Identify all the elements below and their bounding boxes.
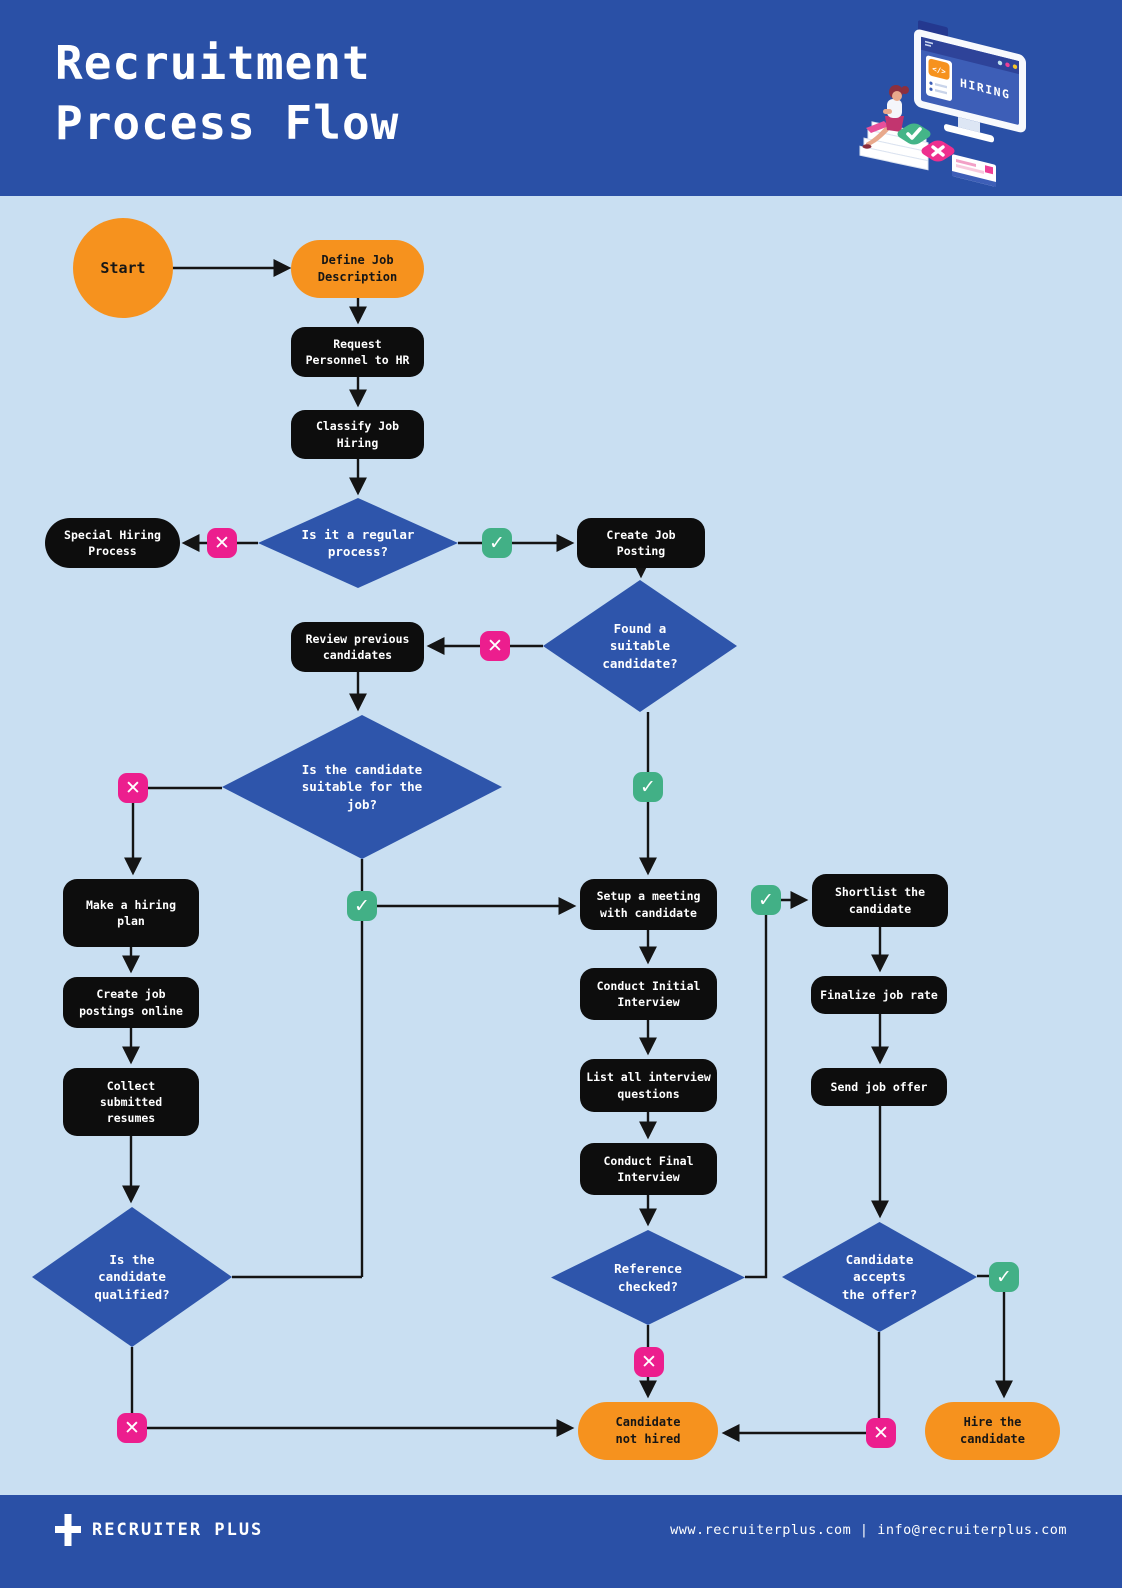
page-title: Recruitment Process Flow [55,36,400,150]
footer-band: RECRUITER PLUS www.recruiterplus.com | i… [0,1495,1122,1588]
x-icon: ✕ [487,634,503,657]
yes-badge-accepts-offer: ✓ [989,1262,1019,1292]
no-badge-candidate-suitable: ✕ [118,773,148,803]
x-icon: ✕ [125,776,141,799]
seated-woman [859,85,929,171]
check-icon: ✓ [758,888,774,911]
check-icon: ✓ [354,894,370,917]
node-hire-candidate: Hire the candidate [925,1402,1060,1460]
x-icon: ✕ [873,1421,889,1444]
no-badge-reference-checked: ✕ [634,1347,664,1377]
yes-badge-regular-process: ✓ [482,528,512,558]
x-icon: ✕ [214,531,230,554]
yes-badge-candidate-suitable: ✓ [347,891,377,921]
x-icon: ✕ [124,1416,140,1439]
check-icon: ✓ [640,775,656,798]
decision-candidate-suitable: Is the candidate suitable for the job? [222,715,502,859]
no-badge-found-candidate: ✕ [480,631,510,661]
code-icon: </> [928,58,950,80]
no-badge-candidate-qualified: ✕ [117,1413,147,1443]
monitor: </> HIRING [914,20,1026,143]
svg-text:</>: </> [932,64,946,76]
node-shortlist-candidate: Shortlist the candidate [812,874,948,927]
decision-candidate-qualified: Is the candidate qualified? [32,1207,232,1347]
node-define-job-description: Define Job Description [291,240,424,298]
node-request-personnel: Request Personnel to HR [291,327,424,377]
brand-name: RECRUITER PLUS [92,1519,264,1540]
header-band: Recruitment Process Flow </> [0,0,1122,196]
node-send-job-offer: Send job offer [811,1068,947,1106]
decision-reference-checked: Reference checked? [551,1230,745,1325]
node-setup-meeting: Setup a meeting with candidate [580,879,717,930]
decision-found-suitable-candidate: Found a suitable candidate? [543,580,737,712]
cross-key-icon [921,140,955,162]
x-icon: ✕ [641,1350,657,1373]
node-conduct-initial-interview: Conduct Initial Interview [580,968,717,1020]
node-collect-submitted-resumes: Collect submitted resumes [63,1068,199,1136]
check-key-icon [897,123,931,145]
node-review-previous-candidates: Review previous candidates [291,622,424,672]
yes-badge-found-candidate: ✓ [633,772,663,802]
decision-regular-process: Is it a regular process? [258,498,458,588]
ticket-card [952,154,996,187]
node-conduct-final-interview: Conduct Final Interview [580,1143,717,1195]
decision-candidate-accepts-offer: Candidate accepts the offer? [782,1222,977,1332]
node-list-interview-questions: List all interview questions [580,1059,717,1112]
hiring-illustration: </> HIRING [859,20,1026,187]
node-make-hiring-plan: Make a hiring plan [63,879,199,947]
node-candidate-not-hired: Candidate not hired [578,1402,718,1460]
no-badge-regular-process: ✕ [207,528,237,558]
node-start: Start [73,218,173,318]
node-finalize-job-rate: Finalize job rate [811,976,947,1014]
brand-logo: RECRUITER PLUS [55,1513,264,1546]
no-badge-accepts-offer: ✕ [866,1418,896,1448]
check-icon: ✓ [489,531,505,554]
yes-badge-reference-checked: ✓ [751,885,781,915]
node-special-hiring-process: Special Hiring Process [45,518,180,568]
node-create-job-posting: Create Job Posting [577,518,705,568]
node-classify-job-hiring: Classify Job Hiring [291,410,424,459]
check-icon: ✓ [996,1265,1012,1288]
node-create-job-postings-online: Create job postings online [63,977,199,1028]
plus-icon [55,1513,81,1546]
footer-contact: www.recruiterplus.com | info@recruiterpl… [670,1521,1067,1538]
